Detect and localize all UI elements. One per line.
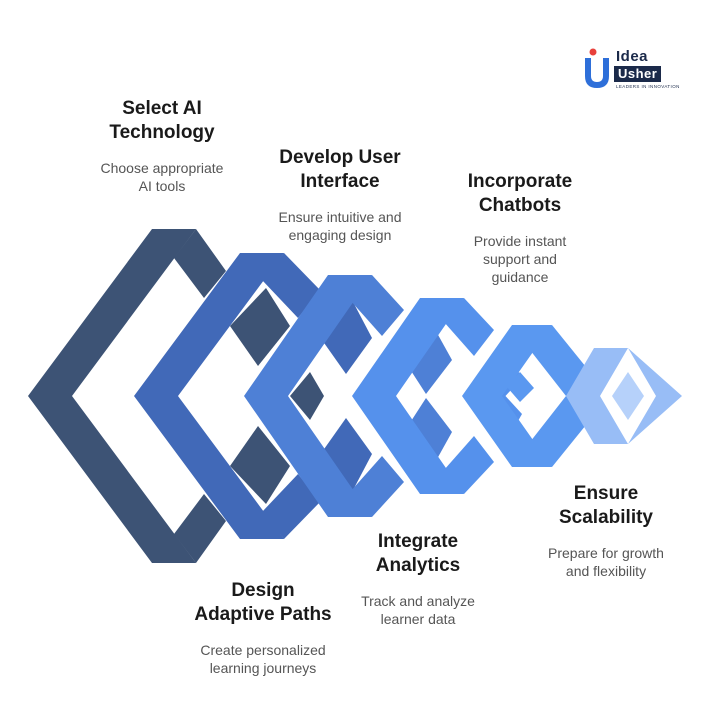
logo-word-idea: Idea [616, 48, 649, 65]
step-develop-user-interface: Develop User Interface Ensure intuitive … [240, 146, 440, 244]
step-title: Develop User Interface [279, 147, 401, 192]
step-design-adaptive-paths: Design Adaptive Paths Create personalize… [163, 579, 363, 677]
chevron-step-6 [566, 348, 682, 444]
step-description: Ensure intuitive and engaging design [278, 209, 402, 243]
logo-mark-icon [585, 48, 609, 88]
step-incorporate-chatbots: Incorporate Chatbots Provide instant sup… [420, 170, 620, 286]
chevron-step-1 [28, 229, 324, 563]
logo-tagline: LEADERS IN INNOVATION [616, 84, 680, 89]
step-description: Provide instant support and guidance [473, 233, 567, 285]
step-description: Choose appropriate AI tools [100, 160, 224, 194]
step-ensure-scalability: Ensure Scalability Prepare for growth an… [506, 482, 706, 580]
logo-word-usher: Usher [614, 66, 662, 82]
chevron-step-2 [134, 253, 372, 539]
step-title: Incorporate Chatbots [467, 171, 573, 216]
step-title: Select AI Technology [109, 98, 215, 143]
step-integrate-analytics: Integrate Analytics Track and analyze le… [336, 530, 500, 628]
company-logo: Idea Usher LEADERS IN INNOVATION [578, 46, 688, 92]
step-description: Create personalized learning journeys [200, 642, 326, 676]
step-description: Track and analyze learner data [361, 593, 475, 627]
step-title: Design Adaptive Paths [194, 580, 332, 625]
chevron-step-5 [462, 325, 590, 467]
step-title: Integrate Analytics [375, 531, 461, 576]
step-title: Ensure Scalability [559, 483, 653, 528]
step-description: Prepare for growth and flexibility [548, 545, 664, 579]
chevron-step-3 [244, 275, 452, 517]
step-select-ai-technology: Select AI Technology Choose appropriate … [62, 97, 262, 195]
